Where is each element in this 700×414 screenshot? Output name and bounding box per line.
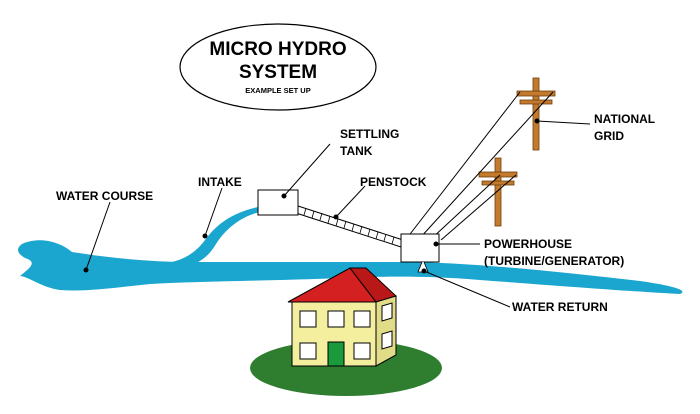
return-stream xyxy=(418,262,500,278)
house xyxy=(250,267,442,396)
label-national-grid-1: NATIONAL xyxy=(594,112,655,126)
labels: WATER COURSE INTAKE SETTLING TANK PENSTO… xyxy=(56,112,655,314)
leader-lines xyxy=(83,118,591,308)
title-subtitle: EXAMPLE SET UP xyxy=(245,86,310,95)
label-settling-tank-1: SETTLING xyxy=(340,127,399,141)
window-lower-right xyxy=(353,342,371,360)
label-water-course: WATER COURSE xyxy=(56,189,153,203)
power-pole-near xyxy=(478,157,518,227)
label-penstock: PENSTOCK xyxy=(360,175,427,189)
intake-stream xyxy=(160,207,260,268)
front-door xyxy=(327,341,345,367)
window-upper-left xyxy=(299,310,317,328)
window-side-upper xyxy=(381,302,393,322)
label-national-grid-2: GRID xyxy=(594,129,624,143)
window-upper-mid xyxy=(327,310,345,328)
label-powerhouse-1: POWERHOUSE xyxy=(484,237,572,251)
label-powerhouse-2: (TURBINE/GENERATOR) xyxy=(484,254,624,268)
power-lines xyxy=(406,91,554,241)
title-line2: SYSTEM xyxy=(239,62,317,83)
label-settling-tank-2: TANK xyxy=(340,144,373,158)
label-intake: INTAKE xyxy=(198,175,242,189)
label-water-return: WATER RETURN xyxy=(512,300,608,314)
power-pole-far xyxy=(516,77,556,151)
window-side-lower xyxy=(381,330,393,350)
water-course xyxy=(18,207,683,294)
window-upper-right xyxy=(353,310,371,328)
penstock-pipe xyxy=(295,205,404,248)
title-ellipse xyxy=(179,23,377,111)
window-lower-left xyxy=(299,342,317,360)
settling-tank xyxy=(257,189,299,216)
title-block: MICRO HYDRO SYSTEM EXAMPLE SET UP xyxy=(179,23,377,111)
title-line1: MICRO HYDRO xyxy=(209,39,346,60)
river xyxy=(18,240,683,294)
